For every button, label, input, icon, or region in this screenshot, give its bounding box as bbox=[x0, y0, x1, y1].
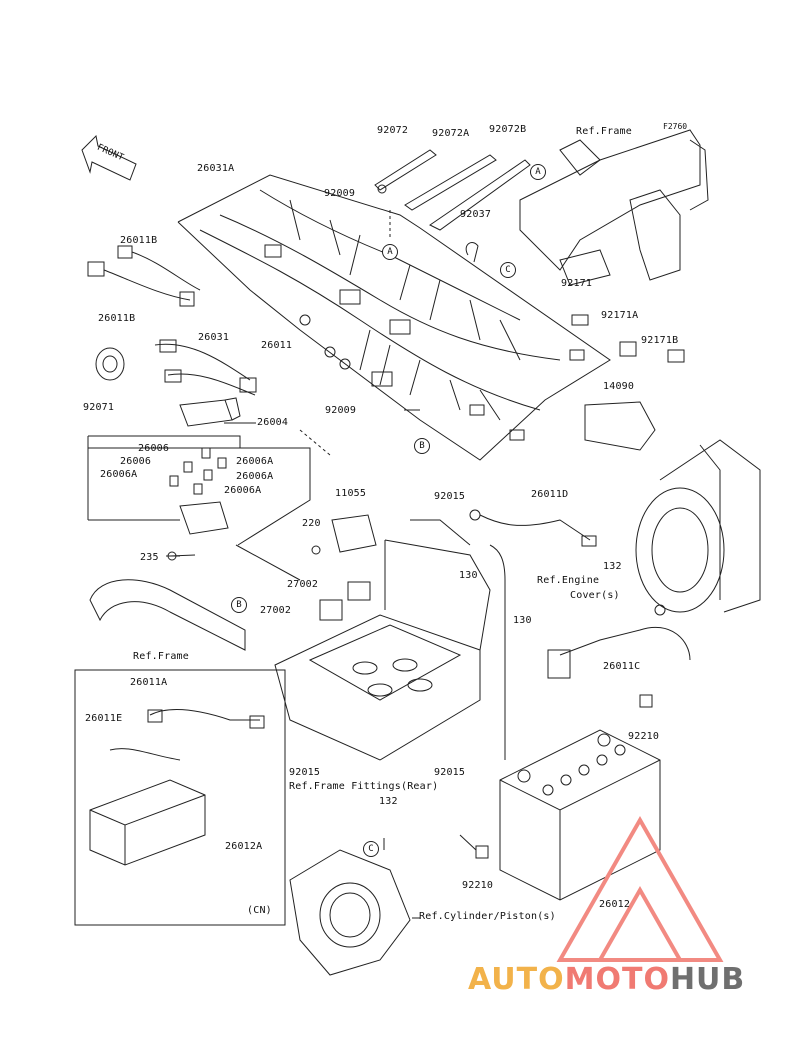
part-label: 14090 bbox=[603, 381, 635, 392]
part-label: 26006A bbox=[236, 471, 274, 482]
watermark-text-part3: HUB bbox=[669, 962, 746, 997]
watermark-text-part1: AUTO bbox=[468, 962, 565, 997]
watermark-logo: AUTOMOTOHUB bbox=[468, 962, 745, 997]
part-label: 26011 bbox=[261, 340, 293, 351]
part-label: 26011C bbox=[603, 661, 641, 672]
cable-ties-drawing bbox=[374, 149, 531, 263]
part-label: 26011B bbox=[98, 313, 136, 324]
ref-label: Cover(s) bbox=[570, 590, 620, 601]
battery-26012-drawing bbox=[499, 729, 661, 901]
part-label: 26011D bbox=[531, 489, 569, 500]
ref-label: Ref.Frame Fittings(Rear) bbox=[289, 781, 439, 792]
part-label: 26012 bbox=[599, 899, 631, 910]
harness-26031-drawing bbox=[154, 339, 257, 396]
part-label: 92072 bbox=[377, 125, 409, 136]
part-label: 92015 bbox=[434, 491, 466, 502]
ref-marker-c: C bbox=[363, 841, 379, 857]
part-label: 92072A bbox=[432, 128, 470, 139]
part-label: 220 bbox=[302, 518, 321, 529]
ref-marker-b: B bbox=[231, 597, 247, 613]
ref-label: Ref.Engine bbox=[537, 575, 600, 586]
ref-label: Ref.Frame bbox=[576, 126, 632, 137]
part-label: 92015 bbox=[434, 767, 466, 778]
part-label: 26006 bbox=[138, 443, 170, 454]
part-label: 92171B bbox=[641, 335, 679, 346]
part-label: 235 bbox=[140, 552, 159, 563]
part-label: 27002 bbox=[287, 579, 319, 590]
front-arrow-icon bbox=[81, 134, 137, 181]
part-label: 26006A bbox=[100, 469, 138, 480]
part-label: 26004 bbox=[257, 417, 289, 428]
part-label: 132 bbox=[603, 561, 622, 572]
ref-marker-c: C bbox=[500, 262, 516, 278]
part-label: 130 bbox=[459, 570, 478, 581]
part-label: 132 bbox=[379, 796, 398, 807]
part-label: 26006A bbox=[224, 485, 262, 496]
frame-top-right-drawing bbox=[519, 129, 709, 286]
part-label: 92210 bbox=[462, 880, 494, 891]
part-label: 26011B bbox=[120, 235, 158, 246]
part-label: 26012A bbox=[225, 841, 263, 852]
watermark-logo-mark bbox=[556, 815, 724, 962]
part-label: 92210 bbox=[628, 731, 660, 742]
part-label: 26011E bbox=[85, 713, 123, 724]
ref-marker-b: B bbox=[414, 438, 430, 454]
ref-label: Ref.Cylinder/Piston(s) bbox=[419, 911, 556, 922]
part-label: 92071 bbox=[83, 402, 115, 413]
ref-label: Ref.Frame bbox=[133, 651, 189, 662]
harness-26011B-drawing bbox=[87, 245, 201, 307]
part-label: 92171A bbox=[601, 310, 639, 321]
main-harness-drawing bbox=[177, 174, 611, 461]
part-label: 26031 bbox=[198, 332, 230, 343]
watermark-text-part2: MOTO bbox=[564, 962, 670, 997]
part-label: 26006 bbox=[120, 456, 152, 467]
cn-note-label: (CN) bbox=[247, 905, 272, 916]
part-label: 92037 bbox=[460, 209, 492, 220]
cn-inset-box bbox=[74, 669, 286, 926]
part-label: 26006A bbox=[236, 456, 274, 467]
part-label: 26031A bbox=[197, 163, 235, 174]
part-label: 92072B bbox=[489, 124, 527, 135]
part-label: 92171 bbox=[561, 278, 593, 289]
engine-cover-drawing bbox=[635, 439, 761, 613]
part-label: 92009 bbox=[325, 405, 357, 416]
part-label: 92009 bbox=[324, 188, 356, 199]
part-label: 26011A bbox=[130, 677, 168, 688]
figure-code: F2760 bbox=[663, 122, 688, 131]
part-label: 11055 bbox=[335, 488, 367, 499]
part-label: 27002 bbox=[260, 605, 292, 616]
part-label: 130 bbox=[513, 615, 532, 626]
cylinder-ref-drawing bbox=[289, 849, 411, 976]
ref-marker-a: A bbox=[530, 164, 546, 180]
part-label: 92015 bbox=[289, 767, 321, 778]
battery-tray-drawing bbox=[274, 519, 491, 761]
ref-marker-a: A bbox=[382, 244, 398, 260]
